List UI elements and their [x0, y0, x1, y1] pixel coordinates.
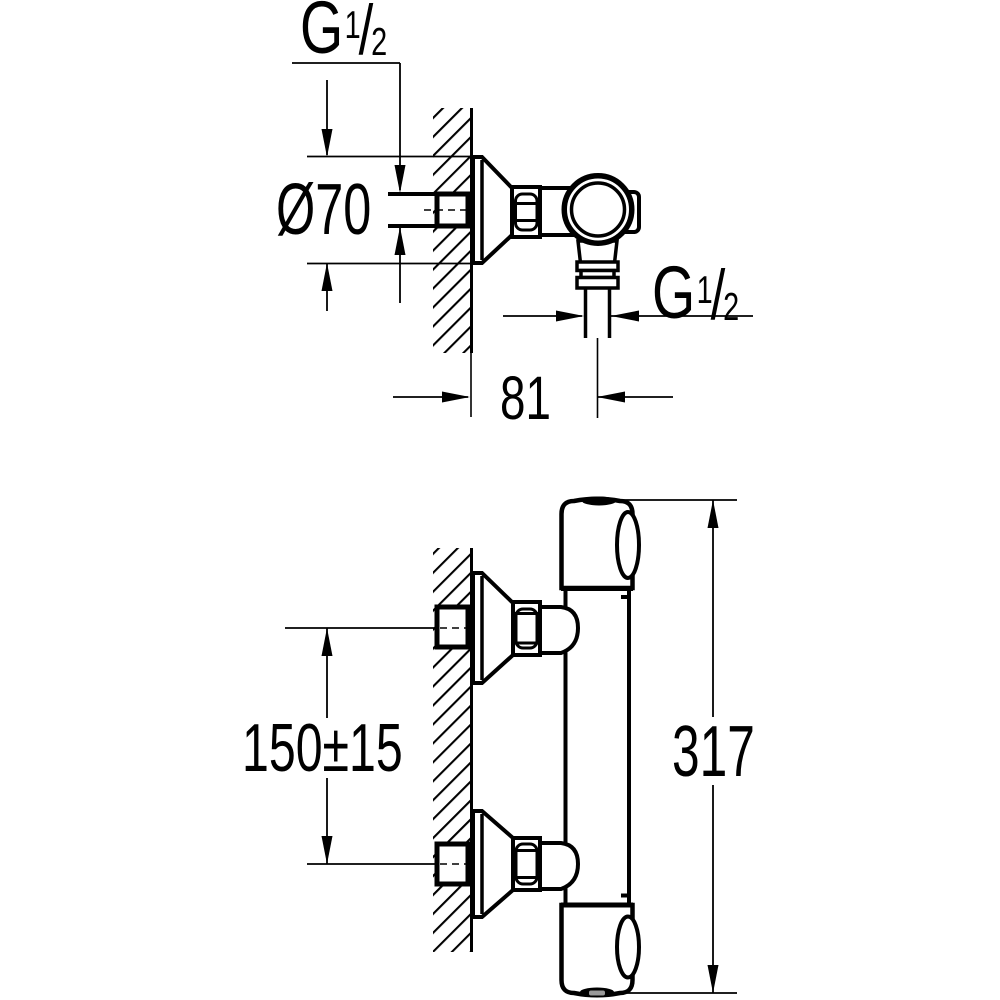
outlet-thread-denominator: 2: [723, 285, 740, 329]
arrowhead-left: [611, 310, 639, 322]
top-handle-cap: [582, 496, 616, 506]
wall-hatching: [433, 108, 471, 353]
top-handle-grip: [615, 510, 641, 580]
union-connector: [538, 841, 581, 891]
escutcheon-cone: [471, 155, 514, 265]
valve-body-circle-outer: [561, 173, 635, 246]
front-view: [285, 496, 737, 998]
inlet-thread-slash: /: [358, 0, 374, 70]
side-view: [292, 62, 753, 418]
arrowhead-down: [394, 165, 406, 193]
valve-body-circle-inner: [569, 181, 627, 238]
union-connector: [538, 605, 581, 655]
escutcheon-cone: [471, 809, 515, 919]
label-outlet-thread: G1/2: [652, 256, 740, 331]
bottom-handle-cap-notch: [589, 990, 605, 996]
hose-nut-band: [575, 275, 620, 290]
inlet-thread-denominator: 2: [371, 20, 388, 64]
arrowhead-up: [321, 263, 333, 291]
inlet-thread-g: G: [300, 0, 344, 69]
front-view-arrowheads: [321, 500, 719, 993]
union-nut-facet: [514, 842, 539, 886]
arrowhead-right: [442, 391, 470, 403]
outlet-thread-g: G: [652, 251, 696, 334]
label-inlet-thread: G1/2: [300, 0, 387, 65]
union-nut-facet: [514, 192, 539, 232]
arrowhead-left: [597, 391, 625, 403]
escutcheon-cone: [471, 571, 515, 685]
label-wall-to-outlet: 81: [500, 364, 551, 432]
label-overall-height: 317: [672, 712, 755, 792]
bottom-handle-grip: [615, 914, 641, 980]
arrowhead-down: [321, 129, 333, 157]
arrowhead-up: [707, 500, 719, 528]
arrowhead-right: [556, 310, 584, 322]
arrowhead-down: [321, 836, 333, 864]
arrowhead-up: [321, 628, 333, 656]
arrowhead-up: [394, 227, 406, 255]
arrowhead-down: [707, 965, 719, 993]
wall-fitting-square: [434, 604, 471, 650]
label-escutcheon-diameter: Ø70: [276, 170, 372, 250]
outlet-thread-numerator: 1: [696, 268, 713, 312]
outlet-thread-slash: /: [710, 255, 726, 335]
label-inlet-center-distance: 150±15: [242, 710, 403, 786]
side-view-arrowheads: [321, 129, 639, 403]
union-nut-facet: [514, 607, 539, 650]
inlet-thread-numerator: 1: [344, 3, 361, 47]
